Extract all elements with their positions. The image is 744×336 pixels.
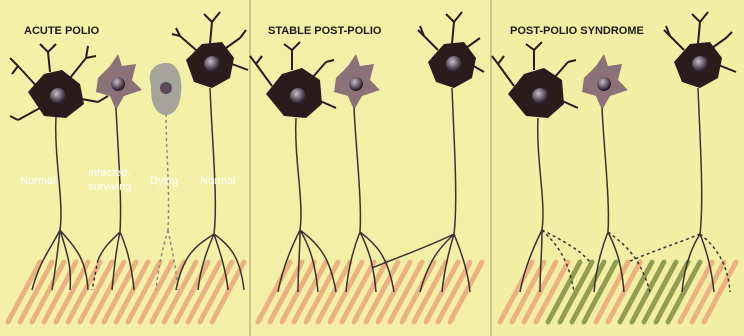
label-normal-right: Normal [200,175,235,187]
label-normal-left: Normal [20,175,55,187]
label-dying: Dying [150,175,178,187]
panel-title-syndrome: POST-POLIO SYNDROME [510,25,644,37]
label-surviving: surviving [88,181,131,193]
panel-title-stable: STABLE POST-POLIO [268,25,382,37]
panel-title-acute: ACUTE POLIO [24,25,100,37]
label-infected: Infected, [88,167,130,179]
